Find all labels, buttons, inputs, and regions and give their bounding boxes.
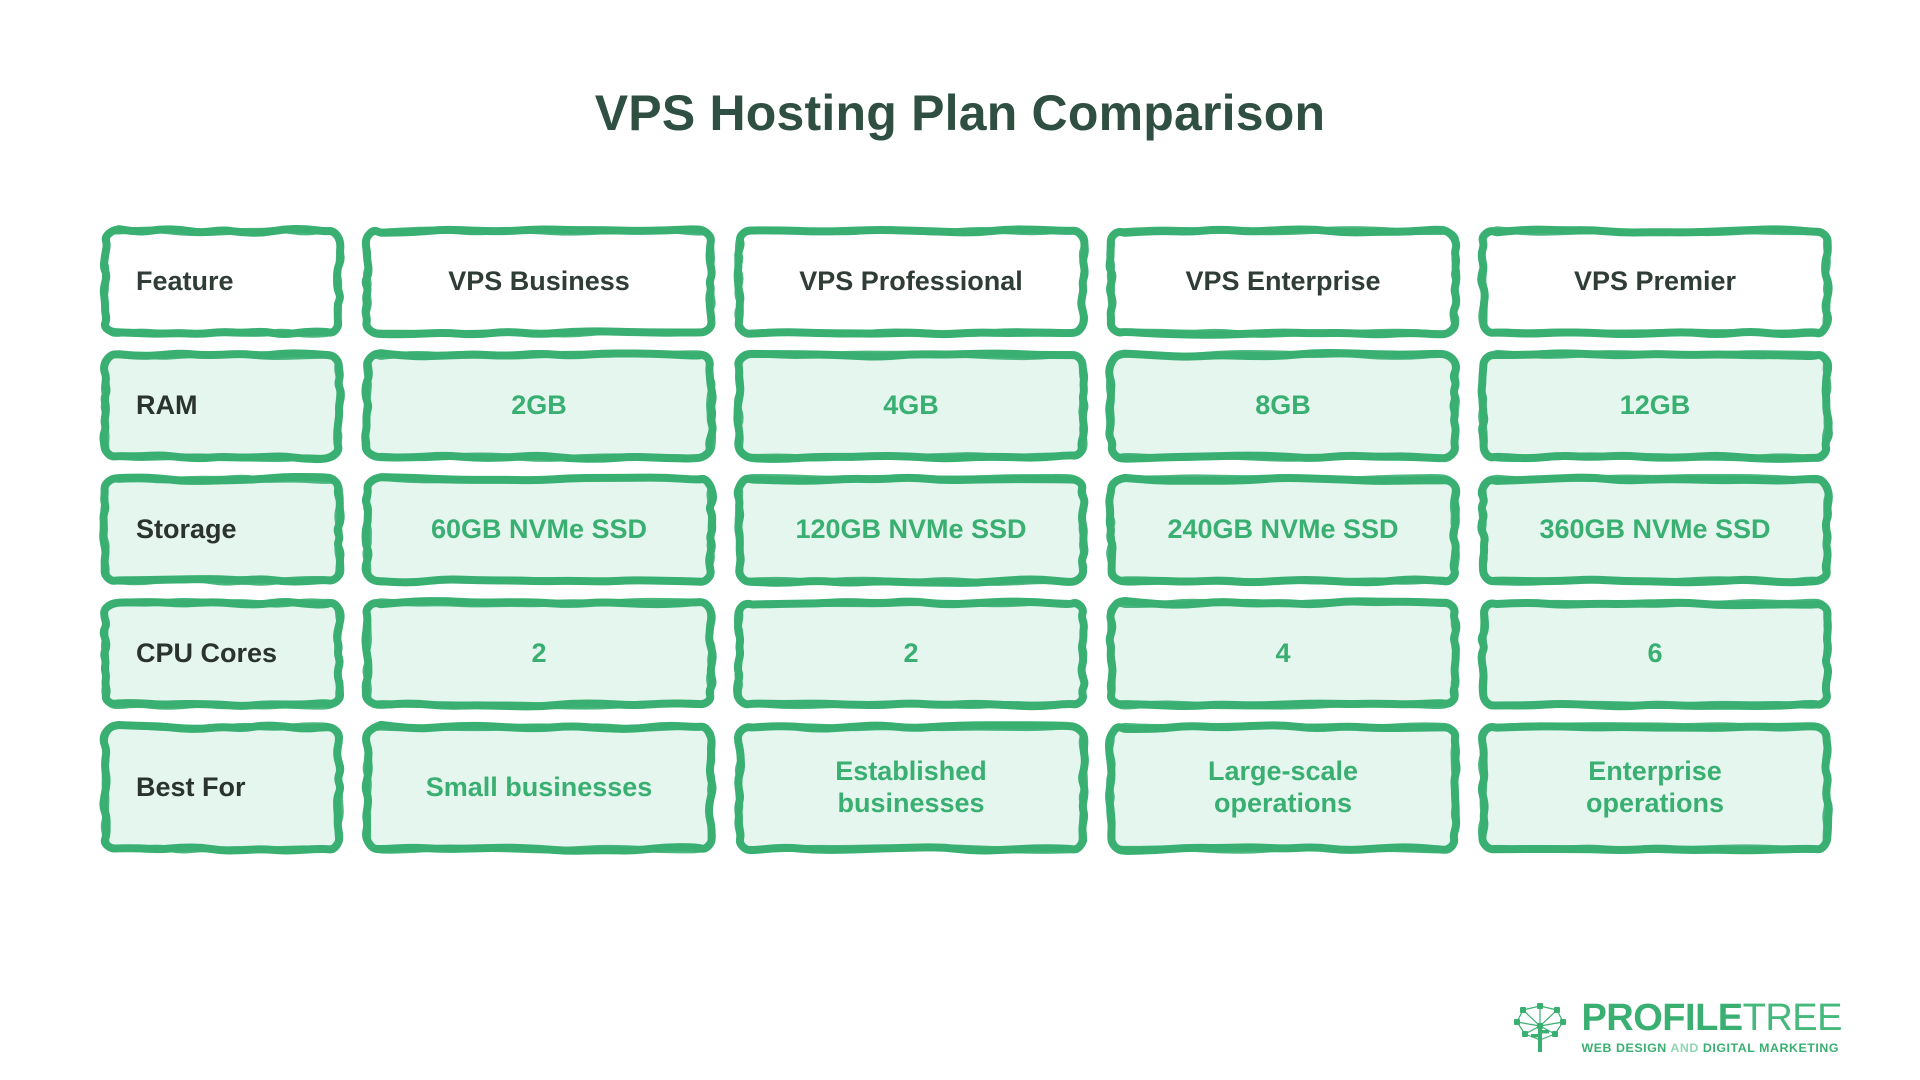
tagline-part2: DIGITAL MARKETING (1698, 1041, 1840, 1056)
value-label: 12GB (1619, 390, 1691, 421)
value-label: 120GB NVMe SSD (795, 514, 1027, 545)
header-cell-feature: Feature (99, 224, 345, 339)
value-label: 2 (531, 638, 547, 669)
cell-border (1105, 225, 1461, 339)
cell-border (361, 597, 717, 711)
value-cell-ram-enterprise: 8GB (1105, 348, 1460, 463)
header-cell-vps-professional: VPS Professional (733, 225, 1089, 339)
header-cell-vps-business: VPS Business (361, 225, 716, 339)
table-row: CPU Cores 2 2 4 6 (99, 596, 1833, 711)
cell-border (1105, 596, 1461, 711)
feature-cell-best-for: Best For (99, 721, 345, 855)
value-label: 4 (1275, 638, 1291, 669)
cell-border (1477, 349, 1833, 463)
feature-cell-cpu-cores: CPU Cores (99, 597, 345, 710)
cell-border (1105, 721, 1461, 855)
cell-border (1105, 348, 1460, 463)
feature-cell-ram: RAM (99, 349, 345, 464)
feature-label: RAM (136, 390, 198, 421)
value-cell-cpu-enterprise: 4 (1105, 596, 1461, 711)
cell-border (1477, 225, 1833, 339)
header-cell-vps-premier: VPS Premier (1477, 225, 1833, 339)
cell-border (733, 349, 1089, 463)
page-title: VPS Hosting Plan Comparison (594, 85, 1326, 141)
tagline-and: AND (1670, 1041, 1699, 1056)
cell-border (734, 721, 1089, 855)
header-cell-vps-enterprise: VPS Enterprise (1105, 225, 1461, 339)
value-cell-bestfor-premier: Enterprise operations (1477, 722, 1833, 855)
value-label: 8GB (1255, 390, 1311, 421)
table-row: Storage 60GB NVMe SSD 120GB NVMe SSD 240… (99, 473, 1833, 587)
cell-border (99, 473, 345, 586)
comparison-table: Feature VPS Business VPS Professional VP… (99, 224, 1833, 866)
cell-border (733, 225, 1089, 339)
feature-label: CPU Cores (136, 638, 278, 669)
value-label: 240GB NVMe SSD (1167, 514, 1399, 545)
cell-border (99, 349, 345, 464)
cell-border (361, 720, 717, 855)
value-cell-storage-business: 60GB NVMe SSD (361, 473, 718, 587)
value-cell-cpu-premier: 6 (1477, 598, 1833, 711)
network-tree-icon (1509, 996, 1571, 1058)
tagline-part1: WEB DESIGN (1581, 1041, 1671, 1056)
cell-border (1105, 473, 1461, 587)
logo-word-tree: TREE (1742, 997, 1843, 1040)
value-label: Established businesses (835, 756, 987, 818)
table-row: Best For Small businesses Established bu… (99, 720, 1833, 855)
value-label: 2 (903, 638, 919, 669)
cell-border (99, 721, 345, 855)
header-label: VPS Enterprise (1185, 266, 1381, 297)
value-label: 60GB NVMe SSD (430, 514, 648, 545)
feature-cell-storage: Storage (99, 473, 345, 586)
value-cell-ram-professional: 4GB (733, 349, 1089, 463)
value-label: Enterprise operations (1585, 756, 1725, 818)
cell-border (99, 597, 345, 710)
header-label: VPS Premier (1573, 266, 1737, 297)
value-label: 2GB (511, 390, 567, 421)
value-cell-ram-premier: 12GB (1477, 349, 1833, 463)
header-label: VPS Professional (799, 266, 1023, 297)
value-cell-storage-enterprise: 240GB NVMe SSD (1105, 473, 1461, 587)
logo-word-profile: PROFILE (1581, 997, 1743, 1040)
cell-border (99, 224, 345, 339)
value-cell-ram-business: 2GB (361, 349, 717, 463)
value-cell-cpu-professional: 2 (733, 597, 1089, 711)
value-label: Large-scale operations (1207, 756, 1359, 818)
header-label: VPS Business (448, 266, 630, 297)
cell-border (1477, 473, 1833, 587)
value-cell-cpu-business: 2 (361, 597, 717, 711)
value-label: 360GB NVMe SSD (1539, 514, 1771, 545)
value-label: 6 (1647, 638, 1663, 669)
cell-border (361, 349, 717, 463)
value-cell-bestfor-professional: Established businesses (734, 721, 1089, 855)
table-header-row: Feature VPS Business VPS Professional VP… (99, 224, 1833, 339)
feature-label: Best For (136, 772, 246, 803)
cell-border (1477, 598, 1833, 711)
value-cell-bestfor-enterprise: Large-scale operations (1105, 721, 1461, 855)
table-row: RAM 2GB 4GB 8GB 12GB (99, 348, 1833, 464)
cell-border (733, 473, 1089, 587)
value-cell-storage-professional: 120GB NVMe SSD (733, 473, 1089, 587)
cell-border (361, 225, 716, 339)
cell-border (733, 597, 1089, 711)
cell-border (1477, 722, 1833, 855)
value-label: 4GB (883, 390, 939, 421)
value-label: Small businesses (425, 772, 653, 803)
cell-border (361, 473, 718, 587)
value-cell-storage-premier: 360GB NVMe SSD (1477, 473, 1833, 587)
feature-label: Storage (136, 514, 237, 545)
header-label: Feature (136, 266, 234, 297)
value-cell-bestfor-business: Small businesses (361, 720, 717, 855)
logo-tagline: WEB DESIGN AND DIGITAL MARKETING (1581, 1042, 1842, 1054)
